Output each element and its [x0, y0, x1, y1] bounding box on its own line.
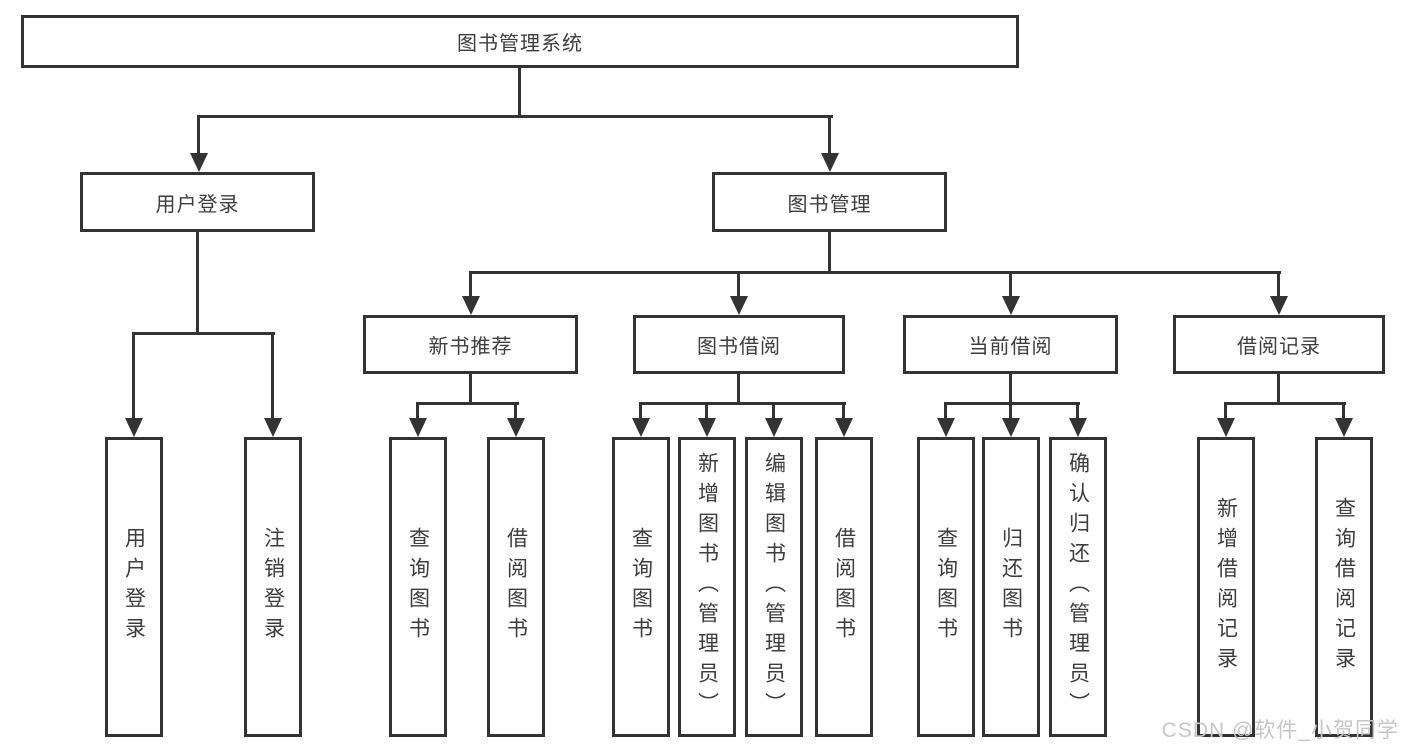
- node-book-management: 图书管理: [712, 172, 947, 232]
- connector-line: [469, 271, 472, 298]
- connector-line: [1009, 374, 1012, 405]
- connector-line: [737, 271, 740, 298]
- leaf-borrow-books-borrow: 借阅图书: [815, 437, 873, 737]
- connector-line: [1342, 402, 1345, 420]
- leaf-return-book: 归还图书: [982, 437, 1040, 737]
- connector-line: [1277, 271, 1280, 298]
- leaf-label: 借阅图书: [504, 527, 528, 647]
- connector-line: [944, 402, 947, 420]
- leaf-query-books-borrow: 查询图书: [612, 437, 670, 737]
- connector-line: [469, 271, 1281, 274]
- leaf-query-books-recommend: 查询图书: [389, 437, 447, 737]
- connector-line: [1224, 402, 1346, 405]
- leaf-confirm-return-admin: 确认归还（管理员）: [1049, 437, 1107, 737]
- connector-line: [1009, 402, 1012, 420]
- leaf-user-login: 用户登录: [105, 437, 163, 737]
- arrow-down-icon: [1002, 418, 1020, 437]
- leaf-label: 用户登录: [122, 527, 146, 647]
- connector-line: [514, 402, 517, 420]
- arrow-down-icon: [1002, 296, 1020, 315]
- leaf-label: 注销登录: [261, 527, 285, 647]
- connector-line: [828, 232, 831, 274]
- connector-line: [469, 374, 472, 405]
- arrow-down-icon: [1335, 418, 1353, 437]
- connector-line: [842, 402, 845, 420]
- connector-line: [271, 332, 274, 420]
- leaf-add-book-admin: 新增图书（管理员）: [678, 437, 736, 737]
- node-user-login: 用户登录: [80, 172, 315, 232]
- arrow-down-icon: [698, 418, 716, 437]
- leaf-edit-book-admin: 编辑图书（管理员）: [745, 437, 803, 737]
- connector-line: [1009, 271, 1012, 298]
- leaf-label: 查询图书: [934, 527, 958, 647]
- leaf-label: 新增借阅记录: [1214, 497, 1238, 677]
- connector-line: [416, 402, 519, 405]
- leaf-query-borrow-record: 查询借阅记录: [1315, 437, 1373, 737]
- leaf-label: 归还图书: [999, 527, 1023, 647]
- arrow-down-icon: [632, 418, 650, 437]
- leaf-label: 查询借阅记录: [1332, 497, 1356, 677]
- leaf-label: 新增图书（管理员）: [695, 452, 719, 722]
- node-library-system: 图书管理系统: [21, 15, 1019, 68]
- arrow-down-icon: [937, 418, 955, 437]
- connector-line: [705, 402, 708, 420]
- connector-line: [737, 374, 740, 405]
- leaf-logout: 注销登录: [244, 437, 302, 737]
- leaf-query-books-current: 查询图书: [917, 437, 975, 737]
- connector-line: [639, 402, 846, 405]
- connector-line: [132, 332, 135, 420]
- node-new-book-recommend: 新书推荐: [363, 315, 578, 374]
- connector-line: [772, 402, 775, 420]
- node-borrow-records: 借阅记录: [1173, 315, 1385, 374]
- watermark: CSDN @软件_小贺同学: [1161, 719, 1399, 742]
- arrow-down-icon: [409, 418, 427, 437]
- arrow-down-icon: [462, 296, 480, 315]
- connector-line: [196, 232, 199, 335]
- connector-line: [197, 115, 833, 118]
- leaf-add-borrow-record: 新增借阅记录: [1197, 437, 1255, 737]
- connector-line: [197, 115, 200, 155]
- connector-line: [132, 332, 275, 335]
- leaf-borrow-books-recommend: 借阅图书: [487, 437, 545, 737]
- arrow-down-icon: [190, 153, 208, 172]
- connector-line: [639, 402, 642, 420]
- connector-line: [1224, 402, 1227, 420]
- leaf-label: 借阅图书: [832, 527, 856, 647]
- connector-line: [1076, 402, 1079, 420]
- arrow-down-icon: [835, 418, 853, 437]
- leaf-label: 确认归还（管理员）: [1066, 452, 1090, 722]
- arrow-down-icon: [1069, 418, 1087, 437]
- arrow-down-icon: [821, 153, 839, 172]
- arrow-down-icon: [730, 296, 748, 315]
- connector-line: [416, 402, 419, 420]
- connector-line: [1277, 374, 1280, 405]
- arrow-down-icon: [1217, 418, 1235, 437]
- leaf-label: 编辑图书（管理员）: [762, 452, 786, 722]
- connector-line: [518, 68, 521, 118]
- connector-line: [944, 402, 1080, 405]
- node-current-borrow: 当前借阅: [903, 315, 1118, 374]
- node-book-borrow: 图书借阅: [633, 315, 845, 374]
- leaf-label: 查询图书: [629, 527, 653, 647]
- arrow-down-icon: [1270, 296, 1288, 315]
- connector-line: [828, 115, 831, 155]
- arrow-down-icon: [125, 418, 143, 437]
- leaf-label: 查询图书: [406, 527, 430, 647]
- arrow-down-icon: [765, 418, 783, 437]
- arrow-down-icon: [507, 418, 525, 437]
- arrow-down-icon: [264, 418, 282, 437]
